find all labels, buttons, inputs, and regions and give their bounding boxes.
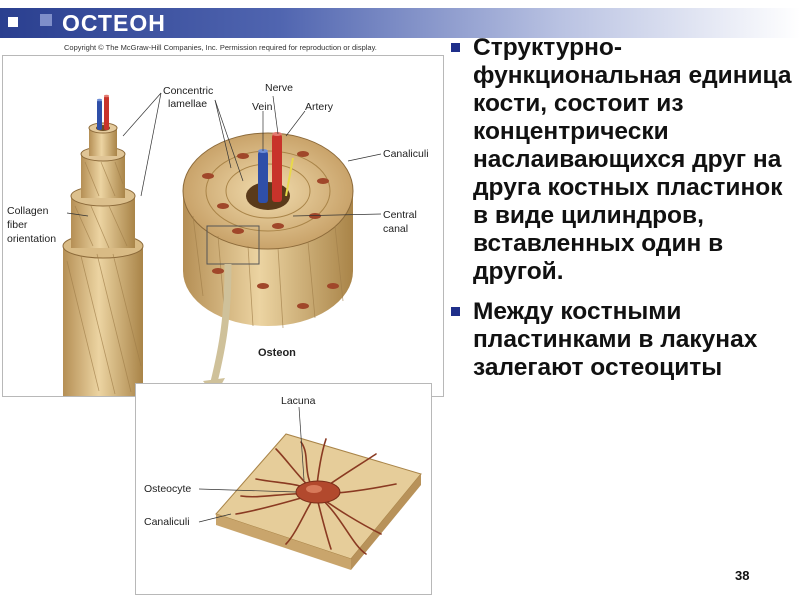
title-square-icon xyxy=(8,17,18,27)
label-vein: Vein xyxy=(252,101,273,113)
square-bullet-icon xyxy=(451,43,460,52)
lacuna-illustration: Lacuna Osteocyte Canaliculi xyxy=(144,395,422,570)
square-bullet-icon xyxy=(451,307,460,316)
label-canaliculi: Canaliculi xyxy=(383,148,429,160)
osteon-ring xyxy=(182,132,354,329)
bullet-item: Структурно-функциональная единица кости,… xyxy=(449,34,799,286)
bullet-item: Между костными пластинками в лакунах зал… xyxy=(449,298,799,382)
label-fiber: fiber xyxy=(7,219,28,231)
label-orientation: orientation xyxy=(7,233,56,245)
label-nerve: Nerve xyxy=(265,82,293,94)
label-canaliculi-inset: Canaliculi xyxy=(144,516,190,528)
bullet-list: Структурно-функциональная единица кости,… xyxy=(449,34,799,394)
lamellae-cylinder xyxy=(62,94,144,396)
page-number: 38 xyxy=(735,568,750,583)
copyright-notice: Copyright © The McGraw-Hill Companies, I… xyxy=(64,43,377,52)
lacuna-inset-figure: Lacuna Osteocyte Canaliculi xyxy=(135,383,432,595)
label-canal: canal xyxy=(383,223,408,235)
title-square-accent-icon xyxy=(40,14,52,26)
label-osteocyte: Osteocyte xyxy=(144,483,191,495)
label-lacuna: Lacuna xyxy=(281,395,316,407)
slide-title: ОСТЕОН xyxy=(62,10,166,36)
bullet-text: Структурно-функциональная единица кости,… xyxy=(473,34,792,285)
title-bar: ОСТЕОН xyxy=(0,8,800,38)
label-concentric: Concentric xyxy=(163,85,213,97)
label-osteon: Osteon xyxy=(258,347,296,359)
osteon-figure: Concentric lamellae Nerve Vein Artery Ca… xyxy=(2,55,444,397)
label-central: Central xyxy=(383,209,417,221)
label-collagen: Collagen xyxy=(7,205,49,217)
label-lamellae: lamellae xyxy=(168,98,207,110)
osteon-illustration: Concentric lamellae Nerve Vein Artery Ca… xyxy=(7,82,429,396)
label-artery: Artery xyxy=(305,101,334,113)
bullet-text: Между костными пластинками в лакунах зал… xyxy=(473,298,758,381)
